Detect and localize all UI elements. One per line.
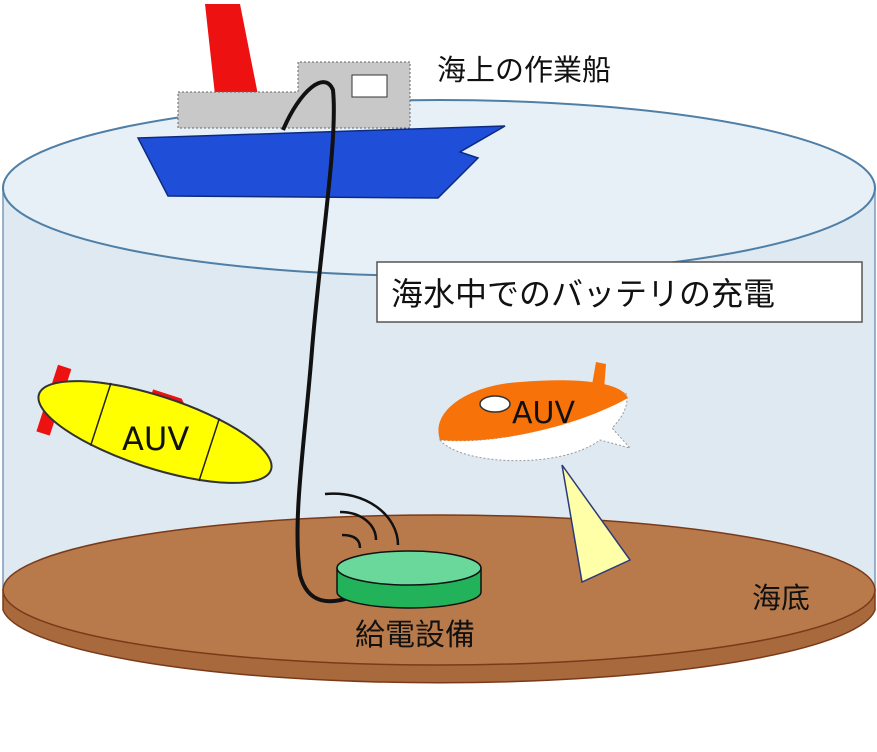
auv-orange — [438, 362, 632, 584]
charging-station — [336, 550, 482, 609]
charging-label-box — [376, 261, 863, 323]
auv-window — [479, 395, 511, 413]
work-ship — [136, 4, 506, 199]
seabed-label: 海底 — [752, 581, 810, 615]
power-cable — [281, 80, 356, 604]
charging-label: 海水中でのバッテリの充電 — [391, 275, 775, 313]
auv-left-label: AUV — [122, 420, 189, 458]
station-top — [336, 550, 482, 586]
auv-body — [37, 380, 273, 484]
auv-segment — [198, 417, 221, 482]
auv-body — [438, 380, 628, 441]
ship-funnel — [205, 4, 258, 95]
wireless-signal-icon — [324, 492, 400, 549]
ship-label: 海上の作業船 — [437, 53, 611, 87]
auv-segment — [89, 382, 112, 447]
sonar-beam — [561, 464, 632, 584]
auv-yellow — [36, 364, 273, 484]
ship-hull — [136, 125, 506, 199]
auv-right-label: AUV — [512, 396, 575, 431]
station-label: 給電設備 — [355, 618, 475, 653]
ship-window — [351, 74, 388, 98]
